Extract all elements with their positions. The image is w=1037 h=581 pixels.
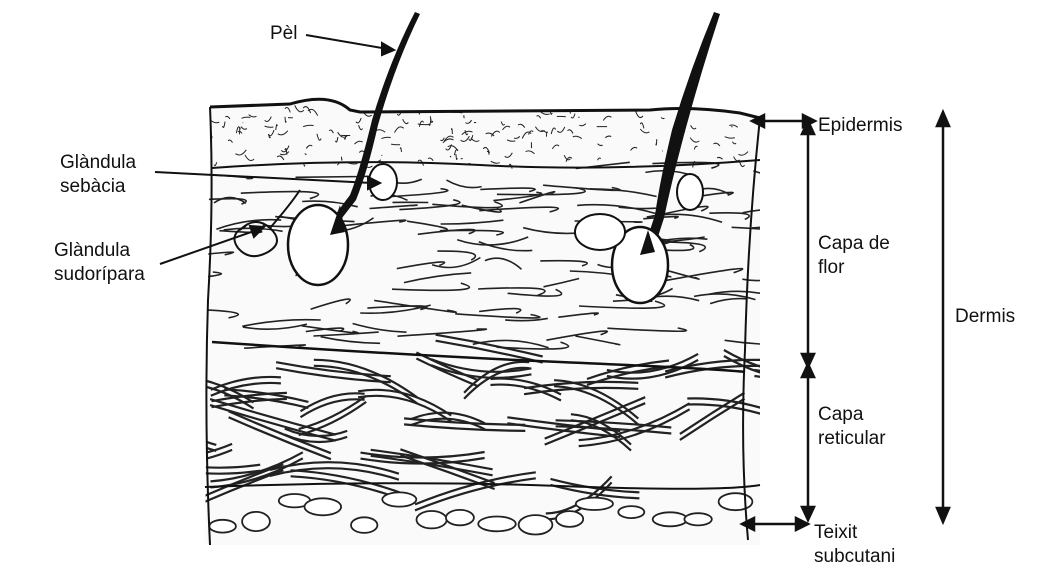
label-glandula-sudoripara-line1: Glàndula: [54, 239, 145, 263]
label-capa-de-flor-line1: Capa de: [818, 232, 890, 256]
label-glandula-sebacia-line1: Glàndula: [60, 151, 136, 175]
label-capa-de-flor: Capa de flor: [818, 232, 890, 280]
label-teixit-subcutani: Teixit subcutani: [814, 521, 895, 569]
label-teixit-subcutani-line1: Teixit: [814, 521, 895, 545]
label-capa-reticular-line1: Capa: [818, 403, 886, 427]
pel-leader-line: [306, 35, 388, 49]
label-glandula-sebacia: Glàndula sebàcia: [60, 151, 136, 199]
label-glandula-sudoripara-line2: sudorípara: [54, 263, 145, 287]
label-teixit-subcutani-line2: subcutani: [814, 545, 895, 569]
label-glandula-sebacia-line2: sebàcia: [60, 175, 136, 199]
label-pel: Pèl: [270, 22, 297, 46]
label-glandula-sudoripara: Glàndula sudorípara: [54, 239, 145, 287]
label-epidermis: Epidermis: [818, 114, 902, 138]
dimension-arrows: [742, 112, 949, 530]
label-capa-reticular-line2: reticular: [818, 427, 886, 451]
label-dermis: Dermis: [955, 305, 1015, 329]
label-capa-reticular: Capa reticular: [818, 403, 886, 451]
label-capa-de-flor-line2: flor: [818, 256, 890, 280]
